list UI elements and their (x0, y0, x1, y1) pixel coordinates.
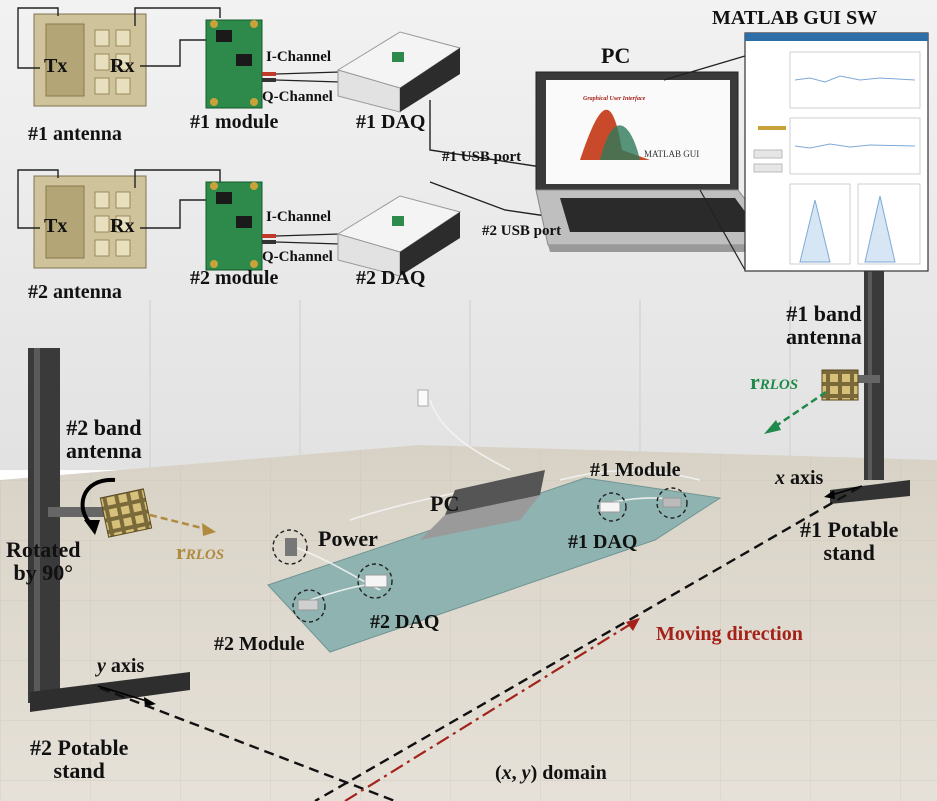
rlos-gold-main: r (176, 539, 186, 564)
daq-2-caption: #2 DAQ (356, 267, 426, 289)
gui-callout-lines (663, 55, 746, 271)
power-label: Power (318, 526, 378, 551)
iq-wires (275, 71, 341, 245)
rotated-label: Rotated by 90° (6, 538, 81, 584)
band-antenna-2-label: #2 band antenna (66, 416, 142, 462)
potable-stand-2-label: #2 Potable stand (30, 736, 128, 782)
rlos-gold-sub: RLOS (185, 547, 225, 563)
antenna-2-board (33, 175, 147, 269)
wall-outlet (417, 389, 429, 407)
daq-1-floor-label: #1 DAQ (568, 531, 638, 553)
potable-stand-1-label: #1 Potable stand (800, 518, 898, 564)
daq-1-caption: #1 DAQ (356, 111, 426, 133)
band-antenna-1 (821, 369, 859, 401)
dashed-circles (272, 487, 688, 623)
x-axis-var: x (775, 467, 785, 489)
potable-stand-1-line2: stand (823, 540, 875, 566)
antenna-module-wires (17, 7, 221, 229)
left-stand (28, 348, 190, 712)
antenna-1-board (33, 13, 147, 107)
tx-label-2: Tx (44, 215, 68, 237)
antenna-2-caption: #2 antenna (28, 281, 122, 303)
domain-close: ) domain (530, 762, 607, 784)
q-channel-1-label: Q-Channel (262, 89, 333, 105)
floor-tiles (0, 445, 937, 801)
band-antenna-2-line2: antenna (66, 438, 142, 464)
usb-1-label: #1 USB port (442, 149, 522, 165)
moving-direction-line (344, 621, 635, 801)
potable-stand-1-line1: #1 Potable (800, 517, 899, 542)
module-1-caption: #1 module (190, 111, 279, 133)
antenna-1-caption: #1 antenna (28, 123, 122, 145)
band-antenna-1-line2: antenna (786, 324, 862, 350)
wall-seams (149, 300, 791, 480)
daq-1-box (336, 31, 462, 113)
domain-open: ( (495, 762, 502, 784)
rlos-green-main: r (750, 369, 760, 394)
tx-label-1: Tx (44, 55, 68, 77)
pc-laptop (535, 71, 782, 252)
module-1-floor-label: #1 Module (590, 459, 681, 481)
floor-devices (285, 497, 682, 611)
domain-comma: , (511, 762, 522, 784)
floor-laptop (420, 470, 545, 540)
rx-label-1: Rx (110, 55, 135, 77)
rlos-gold-label: rRLOS (176, 540, 224, 564)
rlos-green-label: rRLOS (750, 370, 798, 394)
pc-label: PC (601, 43, 631, 68)
iq-connectors (262, 72, 276, 244)
usb-2-label: #2 USB port (482, 223, 562, 239)
y-axis-line (99, 686, 396, 801)
x-axis-word: axis (785, 467, 824, 489)
pc-floor-label: PC (430, 491, 460, 516)
q-channel-2-label: Q-Channel (262, 249, 333, 265)
domain-label: (x, y) domain (495, 763, 607, 784)
laptop-screen-title: Graphical User Interface (583, 96, 646, 102)
domain-y: y (521, 762, 531, 784)
rlos-green-sub: RLOS (759, 377, 799, 393)
matlab-gui-window (744, 32, 929, 272)
band-antenna-1-line1: #1 band (786, 301, 862, 326)
laptop-screen-brand: MATLAB GUI (644, 149, 700, 159)
y-axis-word: axis (105, 655, 145, 677)
rx-label-2: Rx (110, 215, 135, 237)
band-antenna-1-label: #1 band antenna (786, 302, 862, 348)
rotated-line2: by 90° (13, 560, 74, 586)
rotated-line1: Rotated (6, 537, 81, 562)
daq-2-floor-label: #2 DAQ (370, 611, 440, 633)
moving-direction-label: Moving direction (656, 623, 803, 645)
potable-stand-2-line1: #2 Potable (30, 735, 129, 760)
x-axis-line (314, 485, 861, 801)
module-2-floor-label: #2 Module (214, 633, 305, 655)
y-axis-var: y (97, 655, 106, 677)
daq-2-box (336, 195, 462, 277)
y-axis-label: y axis (97, 656, 144, 677)
band-antenna-2-line1: #2 band (66, 415, 142, 440)
module-2-caption: #2 module (190, 267, 279, 289)
rlos-green-arrow (769, 390, 827, 432)
potable-stand-2-line2: stand (53, 758, 105, 784)
i-channel-1-label: I-Channel (266, 49, 332, 65)
x-axis-label: x axis (775, 468, 823, 489)
right-stand (830, 245, 910, 504)
module-2-pcb (205, 181, 263, 271)
i-channel-2-label: I-Channel (266, 209, 332, 225)
domain-x: x (501, 762, 512, 784)
band-antenna-2 (99, 488, 153, 538)
matlab-gui-sw-label: MATLAB GUI SW (712, 7, 878, 29)
module-1-pcb (205, 19, 263, 109)
